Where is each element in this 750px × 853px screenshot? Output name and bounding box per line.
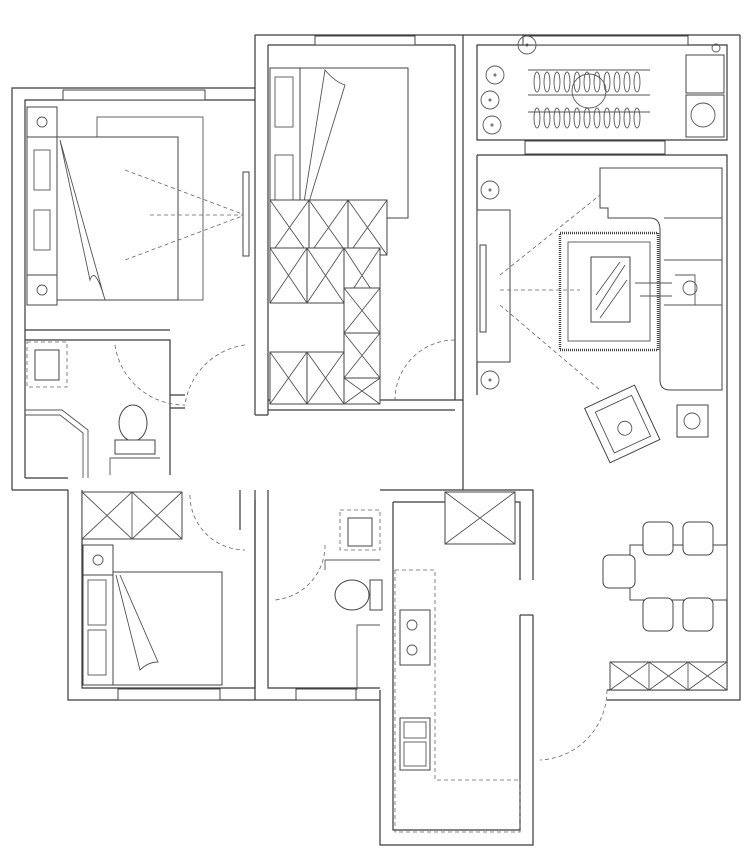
wardrobe-icon — [343, 332, 381, 379]
plant-icon — [480, 370, 500, 390]
stove-icon — [399, 609, 431, 666]
laundry-icon — [623, 107, 631, 129]
nightstand — [26, 106, 58, 138]
laundry-icon — [553, 71, 561, 93]
laundry-icon — [633, 107, 641, 129]
wardrobes — [269, 199, 388, 405]
sofa-icon — [599, 167, 723, 391]
wardrobe-icon — [306, 247, 345, 304]
window-icon — [295, 688, 357, 701]
laundry-icon — [563, 71, 571, 93]
floor-lamp — [676, 404, 709, 438]
door-swing-icon — [394, 339, 456, 401]
laundry-icon — [593, 107, 601, 129]
sink-icon — [347, 517, 373, 547]
laundry-icon — [573, 71, 581, 93]
sink-icon — [34, 349, 60, 381]
kitchen — [394, 491, 521, 833]
chair-icon — [602, 554, 636, 589]
headboard — [269, 67, 301, 211]
laundry-icon — [553, 107, 561, 129]
wardrobe-icon — [269, 199, 310, 256]
door-swing-icon — [184, 344, 246, 406]
sink-icon — [399, 717, 431, 771]
bed-icon — [299, 67, 409, 219]
nightstand — [82, 544, 114, 576]
dining-area — [602, 521, 728, 691]
laundry-icon — [583, 71, 591, 93]
laundry-icon — [613, 71, 621, 93]
plant-icon — [485, 65, 505, 85]
plant-icon — [480, 90, 500, 110]
wardrobe-icon — [269, 247, 308, 304]
living-room — [476, 167, 723, 464]
window-icon — [522, 35, 689, 46]
laundry-icon — [533, 71, 541, 93]
bathroom-2 — [324, 509, 383, 690]
bed-icon — [112, 571, 223, 686]
window-icon — [524, 140, 666, 155]
plant-icon — [517, 35, 537, 55]
tv-icon — [242, 171, 250, 257]
laundry-icon — [543, 107, 551, 129]
wardrobe-icon — [343, 377, 381, 405]
door-swing-icon — [114, 344, 186, 406]
door-swing-icon — [539, 689, 608, 761]
chair-icon — [682, 521, 714, 556]
window-icon — [62, 89, 206, 101]
plant-icon — [482, 115, 502, 135]
balcony — [480, 35, 725, 390]
washing-machine-icon — [685, 94, 725, 138]
laundry-icon — [573, 107, 581, 129]
window-icon — [314, 35, 416, 46]
laundry-icon — [543, 71, 551, 93]
bed-icon — [56, 136, 179, 301]
laundry-icon — [533, 107, 541, 129]
nightstand — [26, 274, 58, 306]
chair-icon — [642, 521, 674, 556]
headboard — [26, 136, 58, 276]
master-bed — [26, 106, 250, 306]
door-swing-icon — [274, 544, 326, 601]
door-swing-icon — [189, 494, 246, 551]
wardrobe-icon — [343, 287, 381, 334]
laundry-icon — [623, 71, 631, 93]
sink-icon — [685, 54, 725, 94]
laundry-icon — [603, 71, 611, 93]
laundry-icon — [603, 107, 611, 129]
walls — [11, 34, 741, 846]
wardrobe-icon — [306, 351, 345, 405]
laundry-icon — [633, 71, 641, 93]
wardrobe-icon — [269, 351, 308, 405]
tv-icon — [479, 244, 487, 333]
chair-icon — [682, 597, 714, 632]
doors — [114, 339, 608, 761]
bathroom-1 — [25, 341, 160, 478]
laundry-icon — [583, 107, 591, 129]
toilet-icon — [334, 579, 370, 611]
laundry-icon — [563, 107, 571, 129]
chair-icon — [642, 597, 674, 632]
wardrobe-icon — [347, 199, 388, 256]
wardrobe-icon — [308, 199, 349, 256]
armchair-icon — [583, 384, 661, 464]
laundry-icon — [613, 107, 621, 129]
window-icon — [117, 688, 221, 701]
second-bed — [269, 67, 409, 251]
toilet-icon — [118, 404, 148, 442]
plant-icon — [480, 180, 500, 200]
laundry-icon — [593, 71, 601, 93]
person-icon — [635, 274, 698, 306]
third-bed — [81, 491, 223, 686]
